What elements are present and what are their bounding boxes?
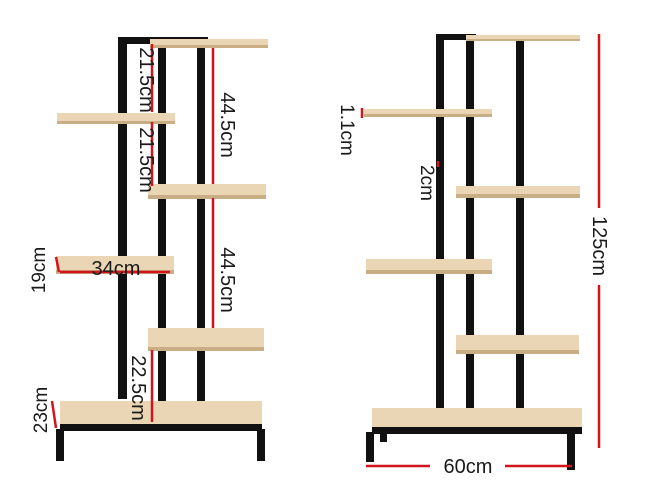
front-shelf-left-upper bbox=[57, 113, 175, 124]
front-shelf-top bbox=[150, 39, 268, 48]
front-label-34: 34cm bbox=[92, 258, 141, 280]
front-shelf-right-upper bbox=[148, 184, 266, 199]
side-shelf-upper-right bbox=[456, 186, 580, 198]
side-view: 1.1cm 2cm 125cm 60cm bbox=[336, 34, 610, 478]
side-label-2: 2cm bbox=[416, 165, 437, 201]
front-post-right bbox=[197, 42, 205, 402]
side-shelf-upper-left bbox=[364, 109, 492, 117]
front-label-23: 23cm bbox=[31, 387, 52, 433]
side-label-60: 60cm bbox=[444, 456, 493, 478]
side-measure-lines bbox=[360, 34, 601, 468]
side-shelf-lower-right bbox=[456, 335, 579, 354]
front-shelf-right-lower bbox=[148, 328, 264, 351]
front-base bbox=[56, 401, 265, 461]
side-shelf-lower-left bbox=[366, 259, 492, 274]
side-post-right bbox=[516, 36, 524, 414]
front-label-44-5-bottom: 44.5cm bbox=[216, 247, 238, 313]
side-post-center bbox=[466, 36, 474, 416]
side-label-125: 125cm bbox=[588, 216, 610, 276]
side-top-crossbar bbox=[436, 34, 476, 40]
front-label-22-5: 22.5cm bbox=[127, 355, 149, 421]
front-label-21-5-mid: 21.5cm bbox=[135, 127, 157, 193]
front-view: 21.5cm 21.5cm 44.5cm 44.5cm 22.5cm 34cm … bbox=[29, 37, 268, 461]
front-label-19: 19cm bbox=[29, 247, 50, 293]
front-post-left bbox=[118, 37, 127, 399]
front-measure-lines bbox=[50, 44, 215, 429]
front-label-44-5-top: 44.5cm bbox=[216, 92, 238, 158]
side-post-left bbox=[436, 34, 444, 412]
front-label-21-5-top: 21.5cm bbox=[135, 47, 157, 113]
side-label-1-1: 1.1cm bbox=[336, 104, 357, 156]
side-shelf-top bbox=[466, 35, 580, 41]
side-base bbox=[366, 408, 582, 470]
front-post-center bbox=[158, 40, 166, 426]
